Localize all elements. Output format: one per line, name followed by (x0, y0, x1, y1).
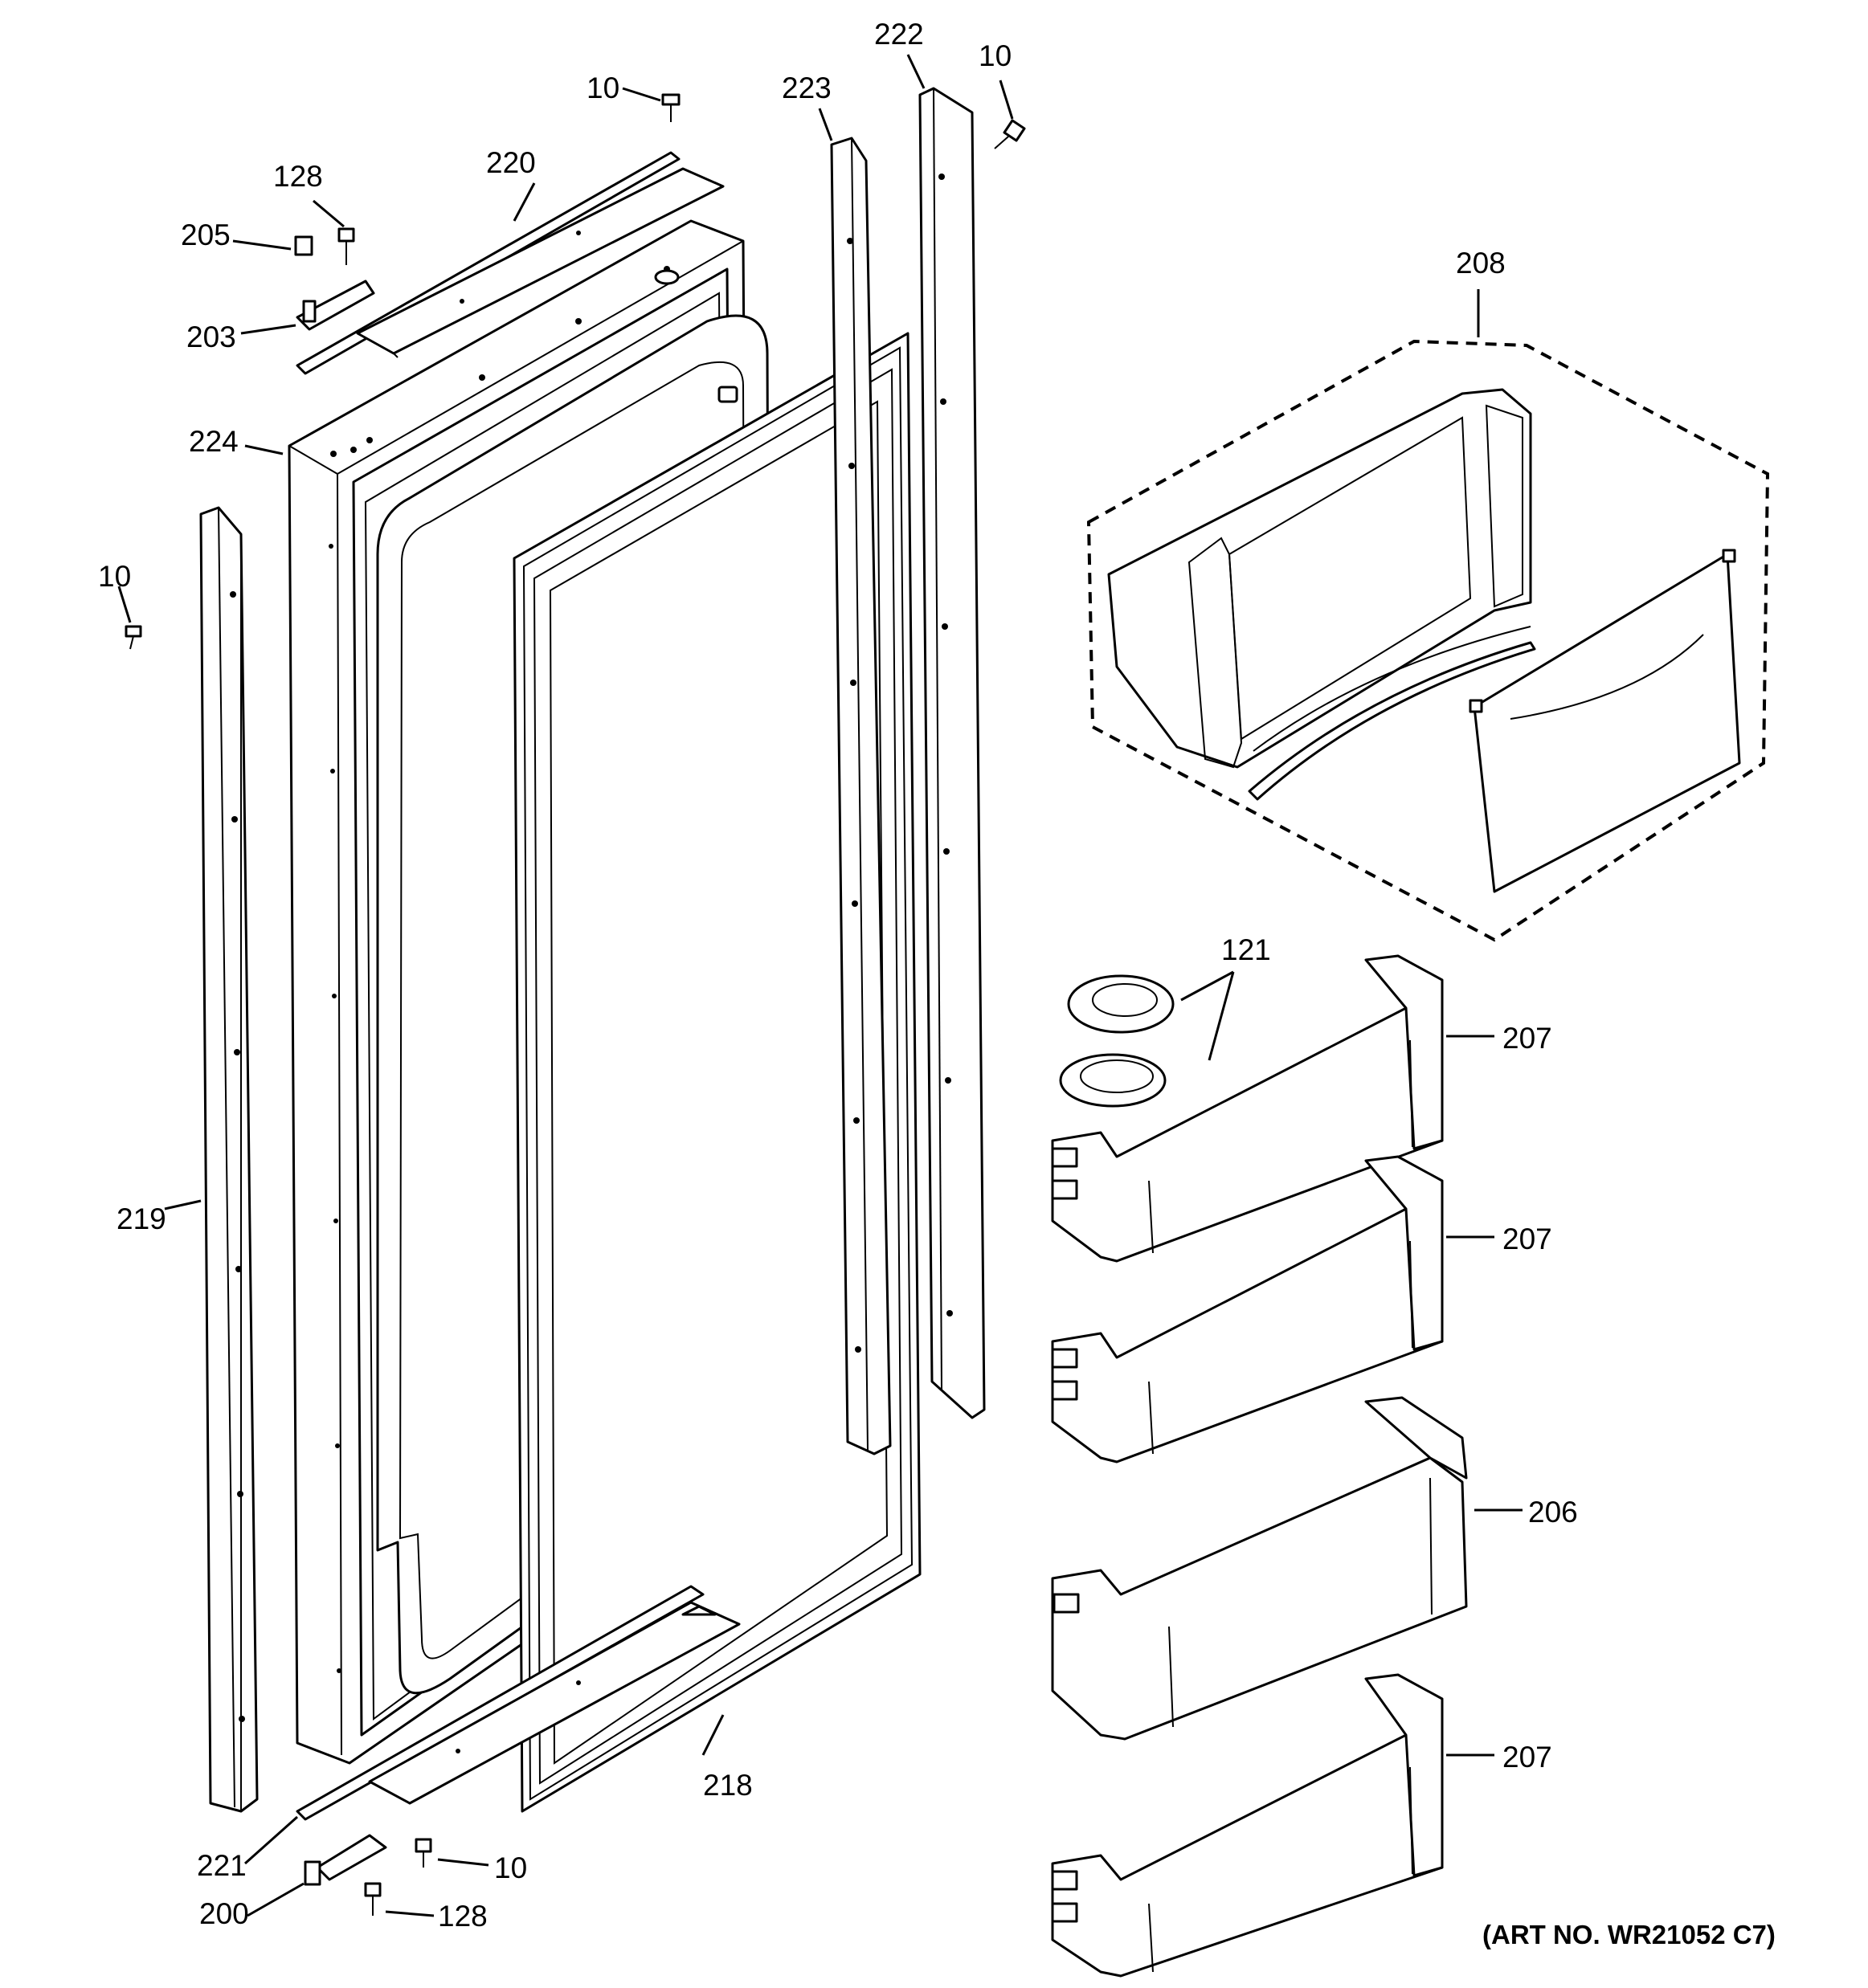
callout-203: 203 (186, 320, 236, 353)
callout-218: 218 (703, 1769, 753, 1802)
screw-10-topright (994, 119, 1026, 149)
hinge-200 (304, 1834, 387, 1886)
callout-224: 224 (189, 425, 239, 458)
part-219-left-trim (199, 506, 259, 1813)
callout-221: 221 (197, 1849, 247, 1882)
pin-205 (294, 235, 313, 256)
screw-10-bottom (415, 1838, 432, 1868)
screw-128-top (337, 227, 355, 265)
callout-200: 200 (199, 1897, 249, 1930)
leader-lines (117, 54, 1523, 1917)
part-206-bin (1051, 1396, 1468, 1741)
callout-208: 208 (1456, 247, 1506, 280)
callout-207-b: 207 (1502, 1223, 1552, 1255)
part-223-trim (830, 137, 892, 1455)
callout-10-topright: 10 (979, 39, 1012, 72)
callout-206: 206 (1528, 1496, 1578, 1529)
callout-219: 219 (116, 1202, 166, 1235)
callout-220: 220 (486, 146, 536, 179)
part-121-caps (1059, 974, 1175, 1108)
callout-207-c: 207 (1502, 1741, 1552, 1774)
part-207-bin-c (1051, 1673, 1444, 1978)
part-218-gasket (513, 332, 922, 1813)
part-207-bin-a (1051, 954, 1444, 1263)
screw-10-top (661, 93, 681, 122)
art-number: (ART NO. WR21052 C7) (1482, 1920, 1776, 1949)
callout-labels: 10 10 10 128 205 203 220 224 223 222 208… (98, 18, 1578, 1933)
callout-207-a: 207 (1502, 1022, 1552, 1055)
callout-222: 222 (874, 18, 924, 51)
part-207-bin-b (1051, 1155, 1444, 1463)
part-222-trim (918, 87, 986, 1419)
callout-223: 223 (782, 71, 832, 104)
part-208-dispenser-assembly (1086, 339, 1770, 942)
part-220-top-bracket (296, 151, 725, 375)
screw-10-left (125, 625, 142, 650)
callout-10-bottom: 10 (494, 1851, 527, 1884)
callout-128-top: 128 (273, 160, 323, 193)
callout-10-left: 10 (98, 560, 131, 593)
screw-128-bottom (364, 1882, 382, 1916)
hinge-203 (296, 280, 375, 331)
callout-121: 121 (1221, 933, 1271, 966)
callout-128-bottom: 128 (438, 1900, 488, 1933)
callout-10-top: 10 (587, 71, 619, 104)
part-221-bottom-bracket (296, 1585, 741, 1821)
callout-205: 205 (181, 218, 231, 251)
